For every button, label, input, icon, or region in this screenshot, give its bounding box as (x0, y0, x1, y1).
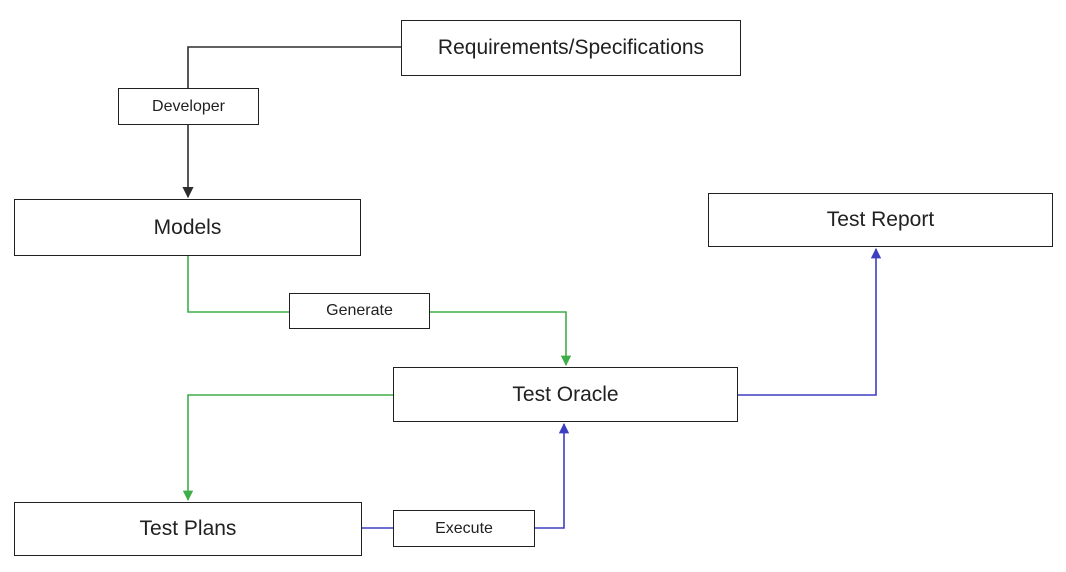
node-developer: Developer (118, 88, 259, 125)
node-test-oracle-label: Test Oracle (512, 382, 619, 406)
edge-execute-to-test-oracle (535, 422, 570, 529)
node-requirements-specifications-label: Requirements/Specifications (437, 36, 705, 59)
node-test-report-label: Test Report (826, 208, 935, 231)
edge-requirements-to-developer (187, 46, 401, 88)
edge-test-oracle-to-test-plans (182, 394, 393, 502)
node-generate-label: Generate (326, 302, 393, 319)
node-models: Models (14, 199, 361, 256)
node-test-plans-label: Test Plans (139, 517, 237, 540)
node-test-oracle: Test Oracle (393, 367, 738, 422)
edge-generate-to-test-oracle (430, 311, 572, 367)
node-generate: Generate (289, 293, 430, 329)
node-developer-label: Developer (152, 97, 225, 115)
node-execute-label: Execute (435, 519, 493, 537)
node-execute: Execute (393, 510, 535, 547)
edge-models-to-generate (187, 256, 289, 313)
node-models-label: Models (153, 215, 222, 239)
node-requirements-specifications: Requirements/Specifications (401, 20, 741, 76)
edge-test-oracle-to-test-report (738, 247, 882, 396)
node-test-plans: Test Plans (14, 502, 362, 556)
node-test-report: Test Report (708, 193, 1053, 247)
